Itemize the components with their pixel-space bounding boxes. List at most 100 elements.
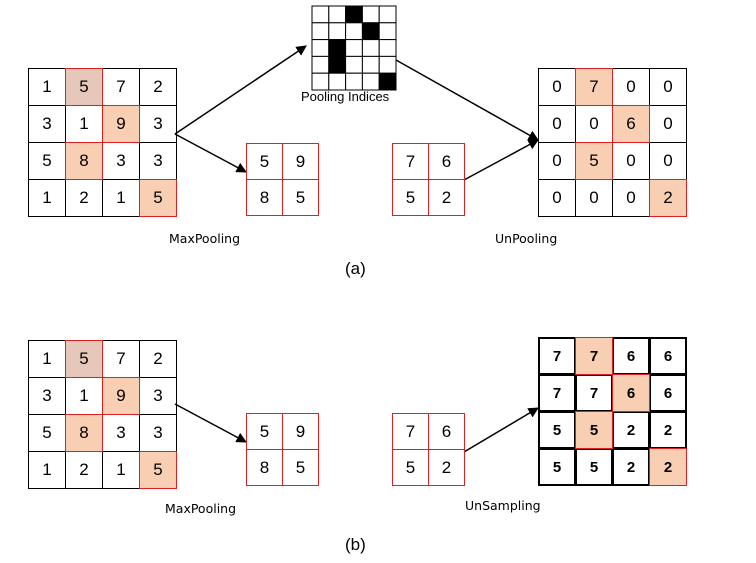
grid-cell: 5 (28, 414, 66, 452)
grid-cell: 2 (649, 179, 687, 217)
grid-cell: 2 (428, 449, 465, 486)
grid-cell: 0 (538, 179, 576, 217)
grid-cell: 0 (612, 142, 650, 180)
grid-cell: 9 (102, 377, 140, 415)
grid-cell: 2 (612, 411, 650, 449)
pooling-indices-grid (311, 5, 397, 91)
panel-b-maxpooling-label: MaxPooling (165, 501, 237, 516)
grid-cell: 7 (538, 374, 576, 412)
grid-cell: 1 (28, 340, 66, 378)
grid-cell: 0 (538, 68, 576, 106)
arrow-unpool-input-to-output (463, 139, 539, 181)
grid-cell: 3 (139, 105, 177, 143)
grid-cell: 6 (612, 105, 650, 143)
grid-cell: 6 (428, 413, 465, 450)
grid-cell: 3 (139, 414, 177, 452)
grid-cell: 3 (139, 142, 177, 180)
index-cell (345, 55, 363, 74)
grid-cell: 1 (28, 451, 66, 489)
grid-cell: 9 (282, 143, 319, 180)
index-cell (345, 39, 363, 57)
index-cell (311, 22, 330, 41)
grid-cell: 5 (575, 142, 613, 180)
grid-cell: 1 (28, 179, 66, 217)
grid-cell: 2 (139, 68, 177, 106)
grid-cell: 0 (538, 142, 576, 180)
grid-cell: 0 (575, 179, 613, 217)
panel-a-caption: (a) (345, 259, 366, 278)
grid-cell: 2 (65, 179, 103, 217)
index-cell (328, 5, 347, 24)
index-cell (311, 39, 330, 57)
grid-cell: 2 (428, 179, 465, 216)
grid-cell: 2 (649, 411, 687, 449)
grid-cell: 2 (612, 448, 650, 486)
pooling-indices-label: Pooling Indices (301, 89, 390, 104)
grid-cell: 0 (538, 105, 576, 143)
grid-cell: 5 (65, 68, 103, 106)
grid-cell: 3 (102, 414, 140, 452)
grid-cell: 5 (392, 449, 429, 486)
index-cell (328, 72, 347, 91)
grid-cell: 0 (649, 142, 687, 180)
grid-cell: 2 (65, 451, 103, 489)
grid-cell: 5 (28, 142, 66, 180)
grid-cell: 5 (575, 411, 613, 449)
grid-cell: 1 (65, 105, 103, 143)
grid-cell: 5 (282, 179, 319, 216)
grid-cell: 7 (392, 143, 429, 180)
index-cell (311, 5, 330, 24)
grid-cell: 5 (246, 413, 283, 450)
grid-cell: 5 (538, 448, 576, 486)
arrows-layer (174, 45, 539, 453)
arrow-indices-to-unpool-output (395, 59, 539, 141)
grid-cell: 2 (649, 448, 687, 486)
index-cell-selected (328, 39, 347, 57)
grid-cell: 7 (575, 374, 613, 412)
index-cell (345, 72, 363, 91)
grid-cell: 8 (246, 449, 283, 486)
grid-cell: 3 (102, 142, 140, 180)
panel-b-unsampling-label: UnSampling (465, 498, 541, 513)
grid-cell: 8 (65, 414, 103, 452)
grid-cell: 1 (65, 377, 103, 415)
index-cell (311, 72, 330, 91)
grid-cell: 5 (392, 179, 429, 216)
grid-cell: 6 (612, 374, 650, 412)
panel-b-caption: (b) (345, 535, 366, 554)
arrow-unsample-input-to-output (463, 407, 539, 453)
grid-cell: 5 (139, 179, 177, 217)
grid-cell: 7 (575, 337, 613, 375)
grid-cell: 6 (612, 337, 650, 375)
arrow-input-to-pooled-b (174, 403, 247, 443)
index-cell-selected (361, 22, 380, 41)
grid-cell: 5 (65, 340, 103, 378)
grid-cell: 0 (575, 105, 613, 143)
grid-cell: 3 (28, 105, 66, 143)
index-cell (361, 39, 380, 57)
index-cell (378, 39, 397, 57)
grid-cell: 0 (612, 68, 650, 106)
grid-cell: 3 (139, 377, 177, 415)
panel-a-unpooling-label: UnPooling (495, 231, 558, 246)
panel-a-maxpooling-label: MaxPooling (169, 231, 241, 246)
index-cell-selected (378, 72, 397, 91)
grid-cell: 5 (538, 411, 576, 449)
grid-cell: 8 (65, 142, 103, 180)
index-cell-selected (328, 55, 347, 74)
arrow-input-to-indices (174, 45, 307, 135)
index-cell (311, 55, 330, 74)
grid-cell: 2 (139, 340, 177, 378)
grid-cell: 0 (612, 179, 650, 217)
grid-cell: 5 (575, 448, 613, 486)
grid-cell: 7 (102, 340, 140, 378)
grid-cell: 7 (538, 337, 576, 375)
grid-cell: 9 (282, 413, 319, 450)
grid-cell: 6 (428, 143, 465, 180)
